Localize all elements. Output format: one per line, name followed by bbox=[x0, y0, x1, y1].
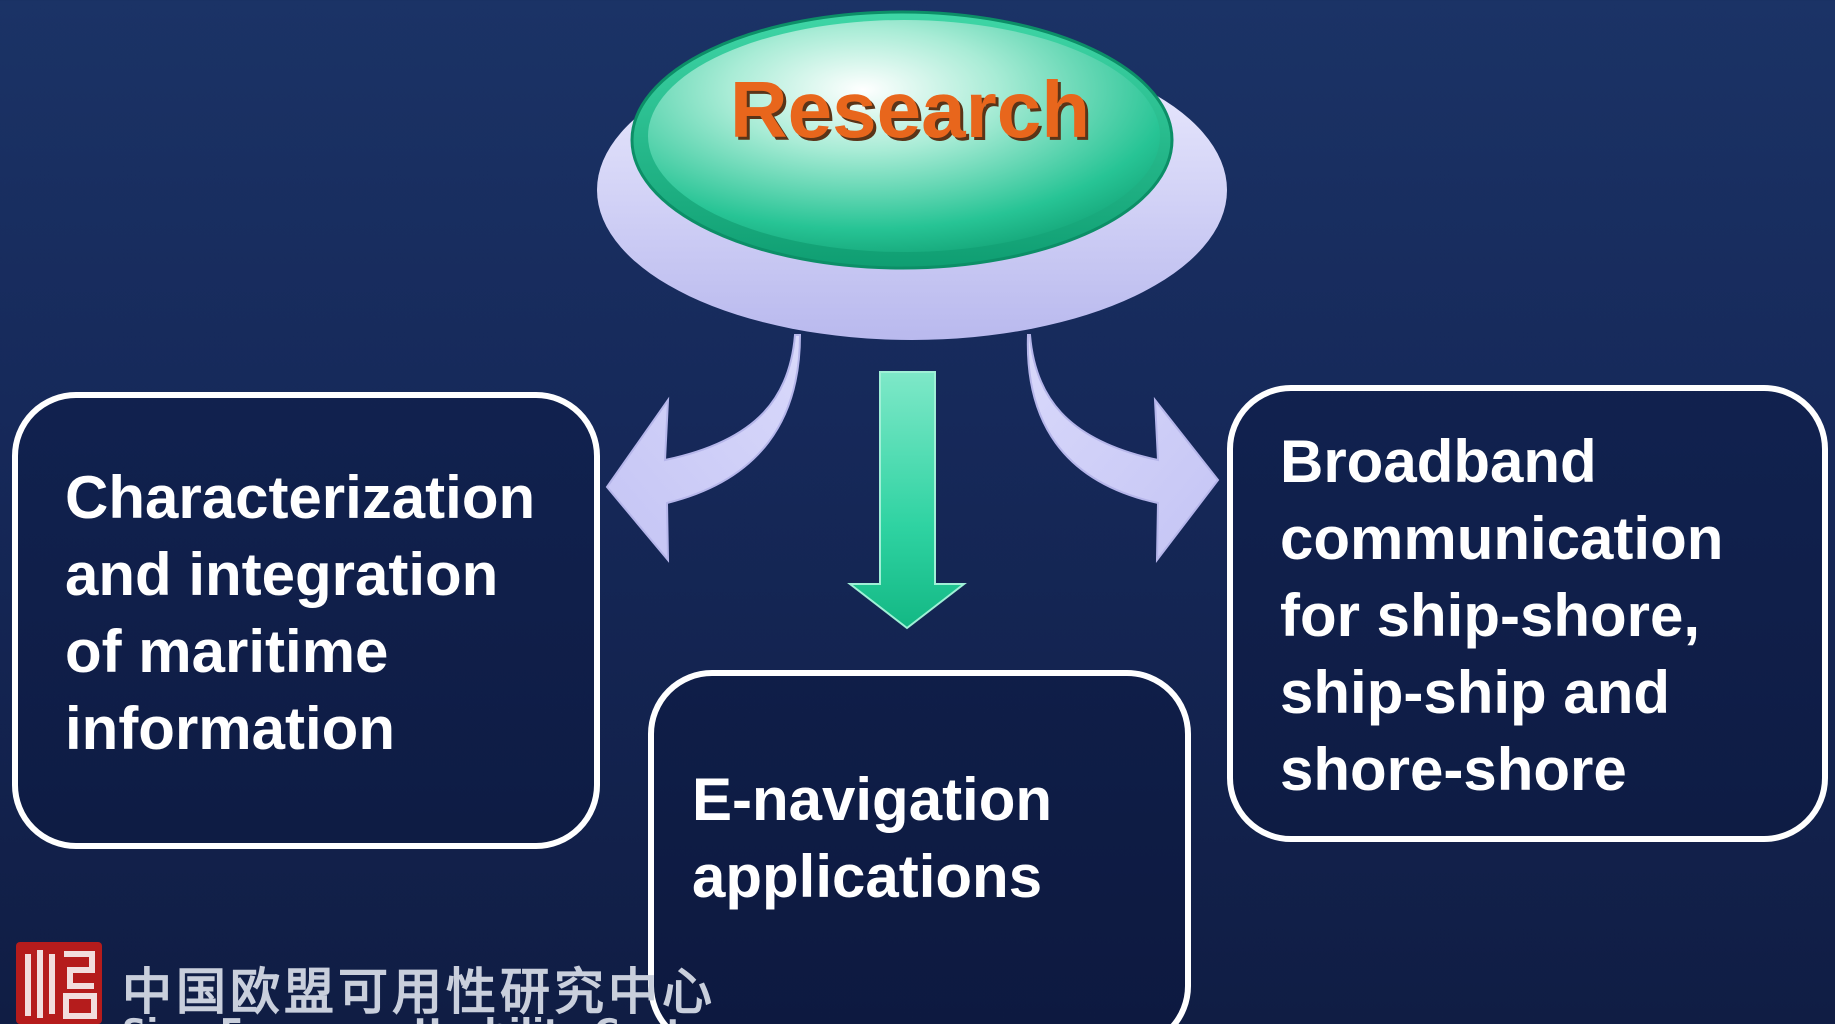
curved-arrow-left bbox=[605, 334, 802, 563]
org-name-cn: 中国欧盟可用性研究中心 bbox=[122, 963, 716, 1021]
box-maritime-information-text: Characterization and integration of mari… bbox=[65, 464, 536, 762]
research-node-top bbox=[648, 20, 1160, 252]
org-name-en: Sino-European Usability Center bbox=[122, 1012, 722, 1024]
research-node bbox=[597, 10, 1227, 340]
research-label: Research bbox=[729, 65, 1091, 154]
box-broadband-communication bbox=[1227, 385, 1828, 842]
box-e-navigation-text: E-navigation applications bbox=[692, 766, 1053, 910]
box-maritime-information bbox=[12, 392, 600, 849]
box-e-navigation bbox=[648, 670, 1191, 1024]
down-arrow bbox=[847, 371, 967, 630]
seal-logo-icon bbox=[14, 936, 104, 1024]
box-broadband-communication-text: Broadband communication for ship-shore, … bbox=[1280, 428, 1724, 803]
curved-arrow-right bbox=[1026, 334, 1220, 564]
